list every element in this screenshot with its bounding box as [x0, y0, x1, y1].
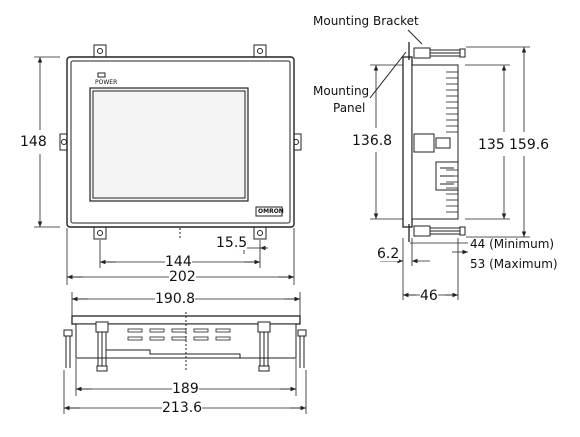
mounting-bracket-label: Mounting Bracket — [313, 14, 419, 28]
dim-front-width-outer: 202 — [169, 269, 196, 285]
power-label: POWER — [95, 79, 118, 86]
dim-side-inner-height: 135 — [478, 137, 505, 153]
dim-bottom-outer-width: 213.6 — [162, 400, 203, 416]
dim-maximum-label: 53 (Maximum) — [470, 257, 558, 271]
dim-side-panel-height: 136.8 — [352, 133, 393, 149]
front-view — [59, 44, 302, 240]
brand-logo-text: OMRON — [258, 208, 284, 215]
side-dimension-lines — [370, 46, 530, 300]
dim-front-width-holes: 144 — [165, 254, 192, 270]
bottom-view — [63, 312, 307, 372]
dim-side-outer-height: 159.6 — [509, 137, 550, 153]
dim-minimum-label: 44 (Minimum) — [470, 237, 555, 251]
mounting-label: Mounting — [313, 84, 370, 98]
dim-bottom-inner-width: 189 — [172, 381, 199, 397]
side-view — [369, 29, 466, 242]
dim-bracket-depth: 6.2 — [377, 246, 400, 262]
dim-hole-offset: 15.5 — [216, 235, 248, 251]
dim-front-height: 148 — [20, 134, 47, 150]
dim-bottom-top-width: 190.8 — [155, 291, 196, 307]
panel-label: Panel — [333, 101, 366, 115]
dim-side-depth: 46 — [420, 288, 438, 304]
